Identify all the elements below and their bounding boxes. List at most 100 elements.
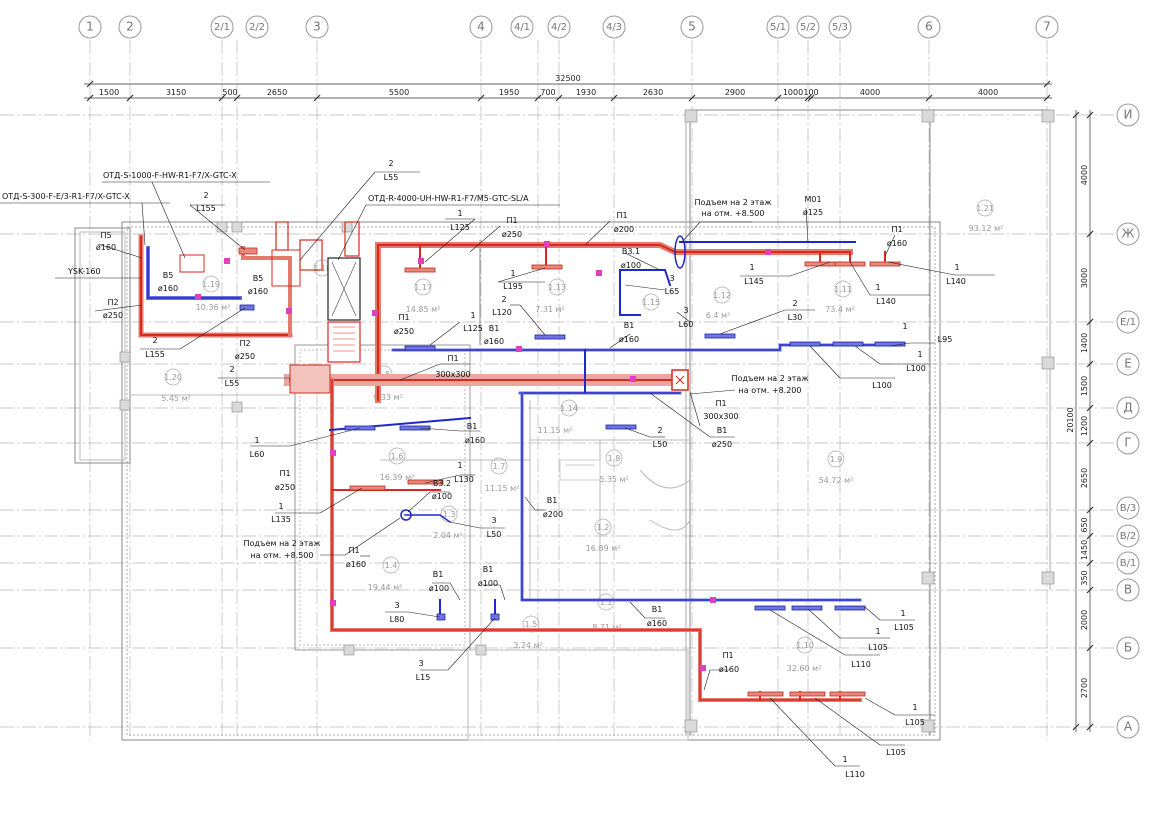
svg-text:1: 1	[457, 461, 462, 470]
axis-marker: 4/3	[602, 15, 626, 39]
svg-text:5500: 5500	[389, 88, 409, 97]
axis-marker: В/2	[1116, 524, 1140, 548]
svg-text:7: 7	[1043, 20, 1051, 34]
svg-text:В1: В1	[717, 426, 728, 435]
svg-text:В/2: В/2	[1120, 531, 1137, 542]
total-dimension: 32500	[555, 74, 580, 83]
svg-text:700: 700	[540, 88, 555, 97]
svg-text:L155: L155	[145, 350, 165, 359]
svg-text:2650: 2650	[1080, 468, 1089, 488]
svg-text:ø250: ø250	[103, 311, 123, 320]
svg-text:L30: L30	[788, 313, 803, 322]
svg-text:5.45 м²: 5.45 м²	[161, 394, 191, 403]
svg-text:В5: В5	[163, 271, 174, 280]
svg-text:1: 1	[470, 311, 475, 320]
svg-text:L125: L125	[450, 223, 470, 232]
svg-text:П1: П1	[616, 211, 627, 220]
svg-text:Д: Д	[1123, 401, 1132, 415]
axis-marker: 6	[917, 15, 941, 39]
svg-text:1.19: 1.19	[202, 280, 220, 289]
svg-text:ø160: ø160	[158, 284, 178, 293]
svg-text:Ж: Ж	[1122, 227, 1135, 241]
axis-marker: 5/1	[766, 15, 790, 39]
right-axis-markers: И Ж Е/1 Е Д Г В/3 В/2 В/1 В Б А	[1116, 103, 1140, 739]
svg-text:1: 1	[842, 755, 847, 764]
svg-text:4/2: 4/2	[551, 22, 567, 33]
svg-text:1: 1	[875, 627, 880, 636]
svg-text:19.44 м²: 19.44 м²	[368, 583, 403, 592]
axis-marker: 5/3	[828, 15, 852, 39]
svg-text:1500: 1500	[1080, 376, 1089, 396]
svg-text:L55: L55	[384, 173, 399, 182]
svg-text:10.36 м²: 10.36 м²	[196, 303, 231, 312]
svg-text:L80: L80	[390, 615, 405, 624]
svg-text:L120: L120	[492, 308, 512, 317]
svg-text:3.24 м²: 3.24 м²	[513, 641, 543, 650]
axis-marker: Ж	[1116, 222, 1140, 246]
svg-text:3: 3	[683, 306, 688, 315]
supply-diffusers	[238, 247, 901, 697]
svg-text:П1: П1	[506, 216, 517, 225]
svg-text:1: 1	[875, 283, 880, 292]
svg-text:6.4 м²: 6.4 м²	[706, 311, 731, 320]
svg-text:2700: 2700	[1080, 678, 1089, 698]
axis-marker: Е	[1116, 352, 1140, 376]
svg-text:1.7: 1.7	[493, 462, 506, 471]
svg-text:2000: 2000	[1080, 610, 1089, 630]
annotation-leaders	[94, 171, 995, 767]
svg-text:1: 1	[457, 209, 462, 218]
axis-marker: 4	[469, 15, 493, 39]
svg-text:73.4 м²: 73.4 м²	[825, 305, 855, 314]
svg-text:В/3: В/3	[1120, 503, 1137, 514]
supply-ducts	[138, 234, 886, 702]
svg-text:П2: П2	[239, 339, 250, 348]
svg-text:3000: 3000	[1080, 268, 1089, 288]
svg-text:Б: Б	[1124, 641, 1132, 655]
svg-text:L100: L100	[906, 364, 926, 373]
svg-text:5: 5	[688, 20, 696, 34]
svg-text:П1: П1	[891, 225, 902, 234]
svg-text:3: 3	[418, 659, 423, 668]
svg-text:1.11: 1.11	[834, 285, 852, 294]
svg-text:1200: 1200	[1080, 416, 1089, 436]
svg-text:4/3: 4/3	[606, 22, 622, 33]
svg-text:L135: L135	[271, 515, 291, 524]
svg-text:2630: 2630	[643, 88, 663, 97]
axis-marker: 4/1	[510, 15, 534, 39]
svg-text:350: 350	[1080, 570, 1089, 585]
svg-text:4000: 4000	[1080, 165, 1089, 185]
svg-text:5/3: 5/3	[832, 22, 848, 33]
axis-marker: 2/1	[210, 15, 234, 39]
svg-text:ø100: ø100	[478, 579, 498, 588]
svg-text:L105: L105	[868, 643, 888, 652]
svg-text:ø160: ø160	[465, 436, 485, 445]
axis-marker: Б	[1116, 636, 1140, 660]
axis-marker: В/1	[1116, 551, 1140, 575]
axis-marker: В	[1116, 578, 1140, 602]
svg-text:L50: L50	[487, 530, 502, 539]
svg-text:650: 650	[1080, 517, 1089, 532]
svg-text:16.39 м²: 16.39 м²	[380, 473, 415, 482]
svg-text:7.31 м²: 7.31 м²	[535, 305, 565, 314]
svg-text:ø125: ø125	[803, 208, 823, 217]
svg-text:ø250: ø250	[502, 230, 522, 239]
svg-text:32.60 м²: 32.60 м²	[787, 664, 822, 673]
svg-text:ø160: ø160	[346, 560, 366, 569]
svg-text:3150: 3150	[166, 88, 186, 97]
svg-text:300х300: 300х300	[703, 412, 738, 421]
svg-text:А: А	[1124, 720, 1133, 734]
svg-text:на отм. +8.200: на отм. +8.200	[739, 386, 802, 395]
svg-text:2: 2	[152, 336, 157, 345]
svg-text:П5: П5	[100, 231, 111, 240]
svg-text:ø250: ø250	[235, 352, 255, 361]
svg-text:2650: 2650	[267, 88, 287, 97]
svg-text:2.04 м²: 2.04 м²	[433, 531, 463, 540]
svg-text:4: 4	[477, 20, 485, 34]
svg-text:В1: В1	[547, 496, 558, 505]
svg-text:1: 1	[510, 269, 515, 278]
svg-text:1.6: 1.6	[391, 452, 404, 461]
svg-text:1.17: 1.17	[414, 283, 432, 292]
axis-marker: 5	[680, 15, 704, 39]
svg-text:3: 3	[394, 601, 399, 610]
